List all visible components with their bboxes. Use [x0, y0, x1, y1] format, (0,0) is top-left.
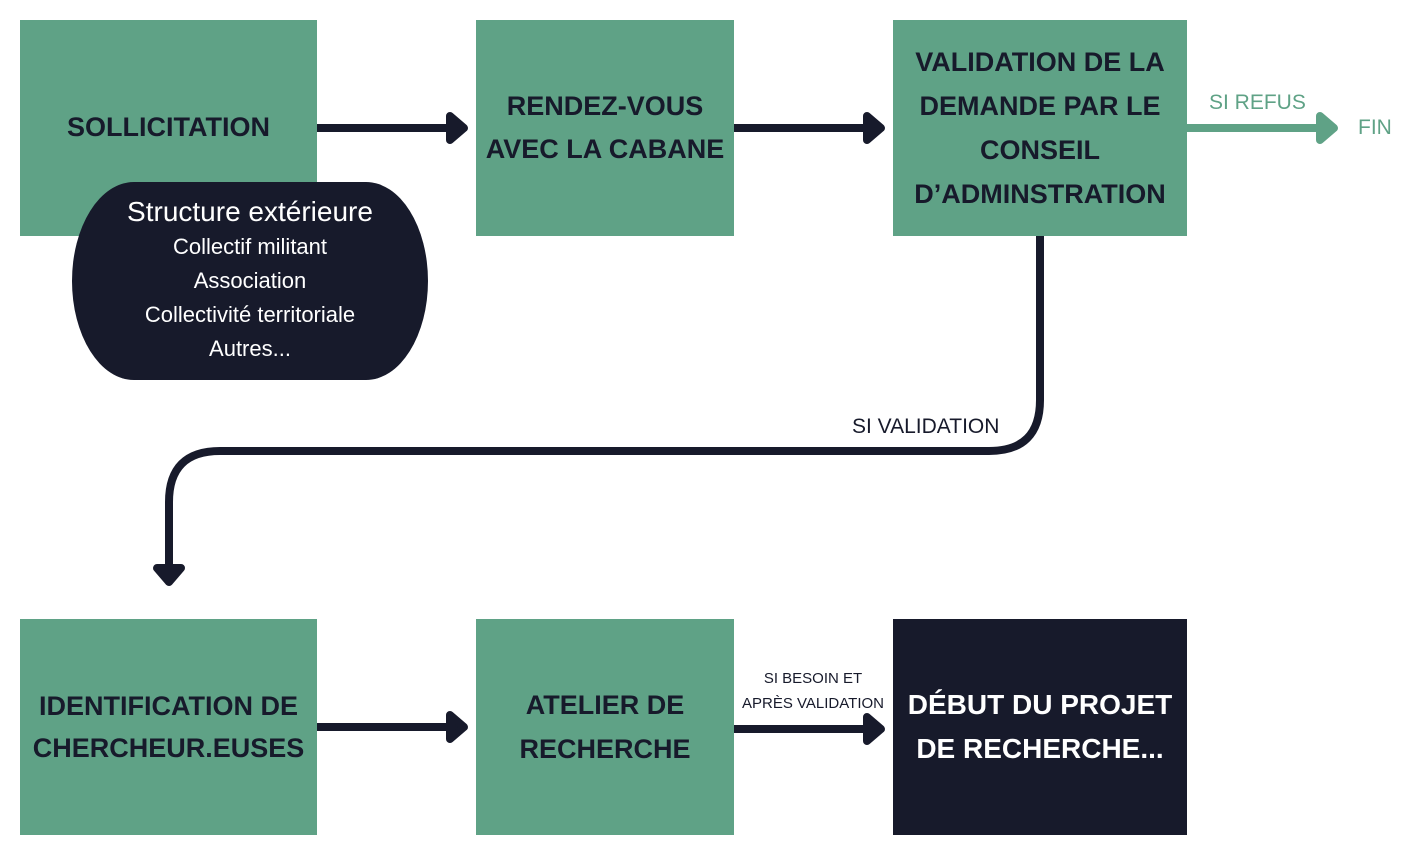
arrowhead-2: [863, 112, 885, 144]
structure-item: Association: [193, 268, 307, 293]
label-fin: FIN: [1358, 116, 1392, 139]
arrowhead-5: [863, 713, 885, 745]
structure-item: Autres...: [209, 336, 291, 361]
structure-item: Collectif militant: [172, 234, 328, 259]
arrowhead-fin: [1316, 112, 1338, 144]
step-identification: IDENTIFICATION DE CHERCHEUR.EUSES: [20, 619, 317, 835]
structure-item: Collectivité territoriale: [144, 302, 356, 327]
label-si-refus: SI REFUS: [1209, 91, 1306, 114]
step-debut-projet: DÉBUT DU PROJET DE RECHERCHE...: [893, 619, 1187, 835]
arrowhead-3: [153, 564, 185, 586]
label-si-validation: SI VALIDATION: [852, 415, 1000, 438]
arrow-validation-to-identification: [165, 236, 1044, 568]
structure-exterieure-pill: Structure extérieure Collectif militant …: [72, 182, 428, 380]
arrowhead-1: [446, 112, 468, 144]
arrowhead-4: [446, 711, 468, 743]
label-si-besoin: SI BESOIN ET APRÈS VALIDATION: [742, 670, 884, 712]
structure-title: Structure extérieure: [127, 196, 373, 227]
step-validation: VALIDATION DE LA DEMANDE PAR LE CONSEIL …: [893, 20, 1187, 236]
step-rendez-vous: RENDEZ-VOUS AVEC LA CABANE: [476, 20, 734, 236]
step-atelier: ATELIER DE RECHERCHE: [476, 619, 734, 835]
